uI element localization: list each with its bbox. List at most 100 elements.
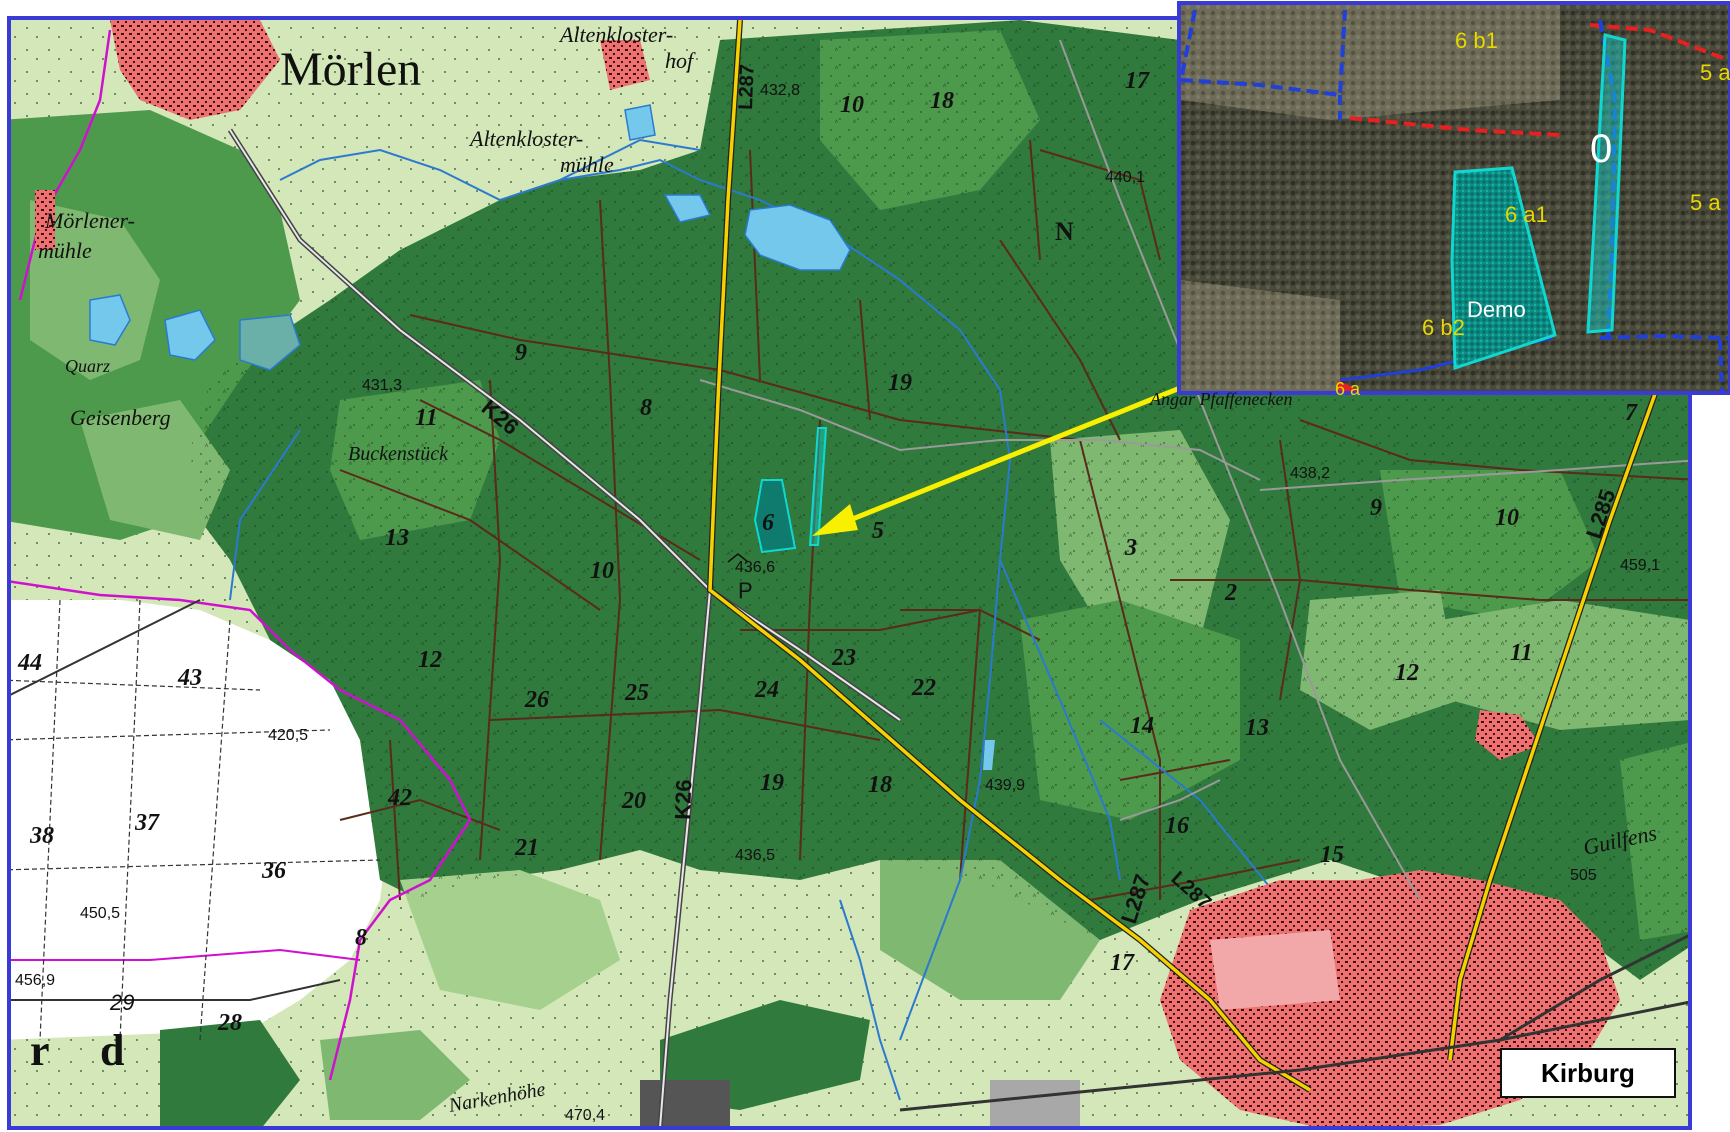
road-southwest	[9, 979, 341, 1001]
stand-number: 20	[621, 788, 646, 814]
elevation: 432,8	[760, 82, 800, 99]
building-south	[640, 1080, 730, 1128]
stand-number: 38	[29, 823, 54, 849]
town-label-moerlen: Mörlen	[280, 43, 421, 96]
large-letter: N	[1055, 217, 1074, 246]
stand-number: 10	[1495, 505, 1519, 531]
settlement-moerlen	[110, 20, 280, 120]
inset-stand-label: 6 a	[1335, 379, 1361, 399]
elevation: 440,1	[1105, 169, 1145, 186]
stand-number: 12	[1395, 660, 1419, 686]
elevation: 459,1	[1620, 557, 1660, 574]
place-label: mühle	[560, 152, 614, 177]
stand-number: 11	[1510, 640, 1533, 666]
stand-number: 5	[872, 518, 884, 544]
stand-number: 17	[1110, 950, 1135, 976]
inset-stand-label: 5 a	[1690, 190, 1721, 215]
aerial-stand-6b1	[1181, 5, 1560, 120]
forest-light-southwest	[320, 1030, 470, 1120]
parking-marker	[727, 553, 749, 563]
road-k26-center	[229, 129, 901, 721]
stand-number: 13	[385, 525, 409, 551]
elevation: 436,5	[735, 847, 775, 864]
inset-stand-label: 6 b2	[1422, 315, 1465, 340]
narrow-stand-main	[808, 427, 828, 546]
stand-number: 11	[415, 405, 438, 431]
pond-altenkloster	[744, 204, 851, 271]
settlement-guilfens	[1475, 710, 1540, 760]
forest-dark-southwest	[160, 1020, 300, 1128]
forest-light-south	[880, 860, 1100, 1000]
blue-boundary-2	[1181, 9, 1347, 98]
stand-number: 8	[355, 925, 367, 951]
stand-number: 23	[831, 645, 856, 671]
large-letter: d	[100, 1026, 124, 1075]
settlement-altenklosterhof	[600, 40, 650, 90]
place-label: mühle	[38, 238, 92, 263]
forest-texture	[190, 20, 1690, 980]
stand-number: 15	[1320, 842, 1344, 868]
parking-label: P	[738, 578, 753, 603]
place-label: Quarz	[65, 356, 110, 376]
stand-number: 43	[177, 665, 202, 691]
stand-number: 12	[418, 647, 442, 673]
stand-number: 24	[754, 677, 779, 703]
stand-number: 6	[762, 510, 774, 536]
stand-number: 37	[134, 810, 160, 836]
municipal-boundary-south	[9, 948, 361, 961]
open-area-white	[9, 600, 390, 1040]
road-label: K26	[670, 779, 696, 820]
narrow-stand-inset	[1586, 33, 1627, 334]
kirburg-label: Kirburg	[1500, 1048, 1676, 1098]
place-label: Mörlener-	[44, 208, 135, 233]
pond-small	[663, 194, 712, 223]
pond-moerlener-1	[89, 294, 131, 346]
elevation: 431,3	[362, 377, 402, 394]
stand-number: 42	[387, 785, 412, 811]
inset-stand-label: 6 a1	[1505, 202, 1548, 227]
place-label: Altenkloster-	[558, 22, 673, 47]
settlement-moerlenermuehle	[35, 190, 55, 250]
pond-stream	[983, 740, 995, 770]
elevation: 420,5	[268, 727, 308, 744]
pond-moerlener-3	[239, 314, 301, 371]
stand-number: 9	[1370, 495, 1382, 521]
municipal-boundary	[9, 580, 472, 1081]
railway	[899, 1000, 1690, 1112]
stand-number: 10	[590, 558, 614, 584]
stand-number: 44	[17, 650, 42, 676]
elevation: 470,4	[565, 1107, 605, 1124]
stand-number: 19	[888, 370, 912, 396]
road-label: L287	[735, 64, 759, 110]
stand-number: 13	[1245, 715, 1269, 741]
stand-number: 10	[840, 92, 864, 118]
elevation: 438,2	[1290, 465, 1330, 482]
water-bodies	[89, 104, 995, 770]
elevation: 436,6	[735, 559, 775, 576]
demo-stand-main	[753, 479, 797, 554]
place-label: Buckenstück	[348, 443, 449, 465]
elevation: 456,9	[15, 972, 55, 989]
stand-number: 26	[524, 687, 549, 713]
stand-number: 16	[1165, 813, 1189, 839]
red-boundary-1	[1349, 116, 1561, 137]
place-label: Angar Pfaffenecken	[1149, 389, 1292, 409]
elevation-labels: 432,8 431,3 440,1 438,2 436,6 459,1 420,…	[15, 82, 1660, 1124]
inset-frame	[1177, 1, 1730, 395]
field-boundaries	[9, 599, 381, 1041]
place-label: Geisenberg	[70, 405, 171, 430]
stand-numbers: 18 10 17 9 8 19 11 13 10 12 26 25 24 23 …	[17, 68, 1638, 1036]
pond-north	[624, 104, 656, 141]
stand-number: 19	[760, 770, 784, 796]
stand-number: 22	[911, 675, 936, 701]
large-letter: r	[30, 1026, 50, 1075]
stand-boundaries	[339, 139, 1690, 901]
inset-stand-label: 6 b1	[1455, 28, 1498, 53]
forest-light-west	[80, 400, 230, 540]
road-east	[1499, 933, 1690, 1042]
road-west	[9, 599, 201, 697]
pond-moerlener-2	[164, 309, 216, 361]
elevation: 505	[1570, 867, 1597, 884]
road-k26-south-center	[659, 589, 711, 1128]
